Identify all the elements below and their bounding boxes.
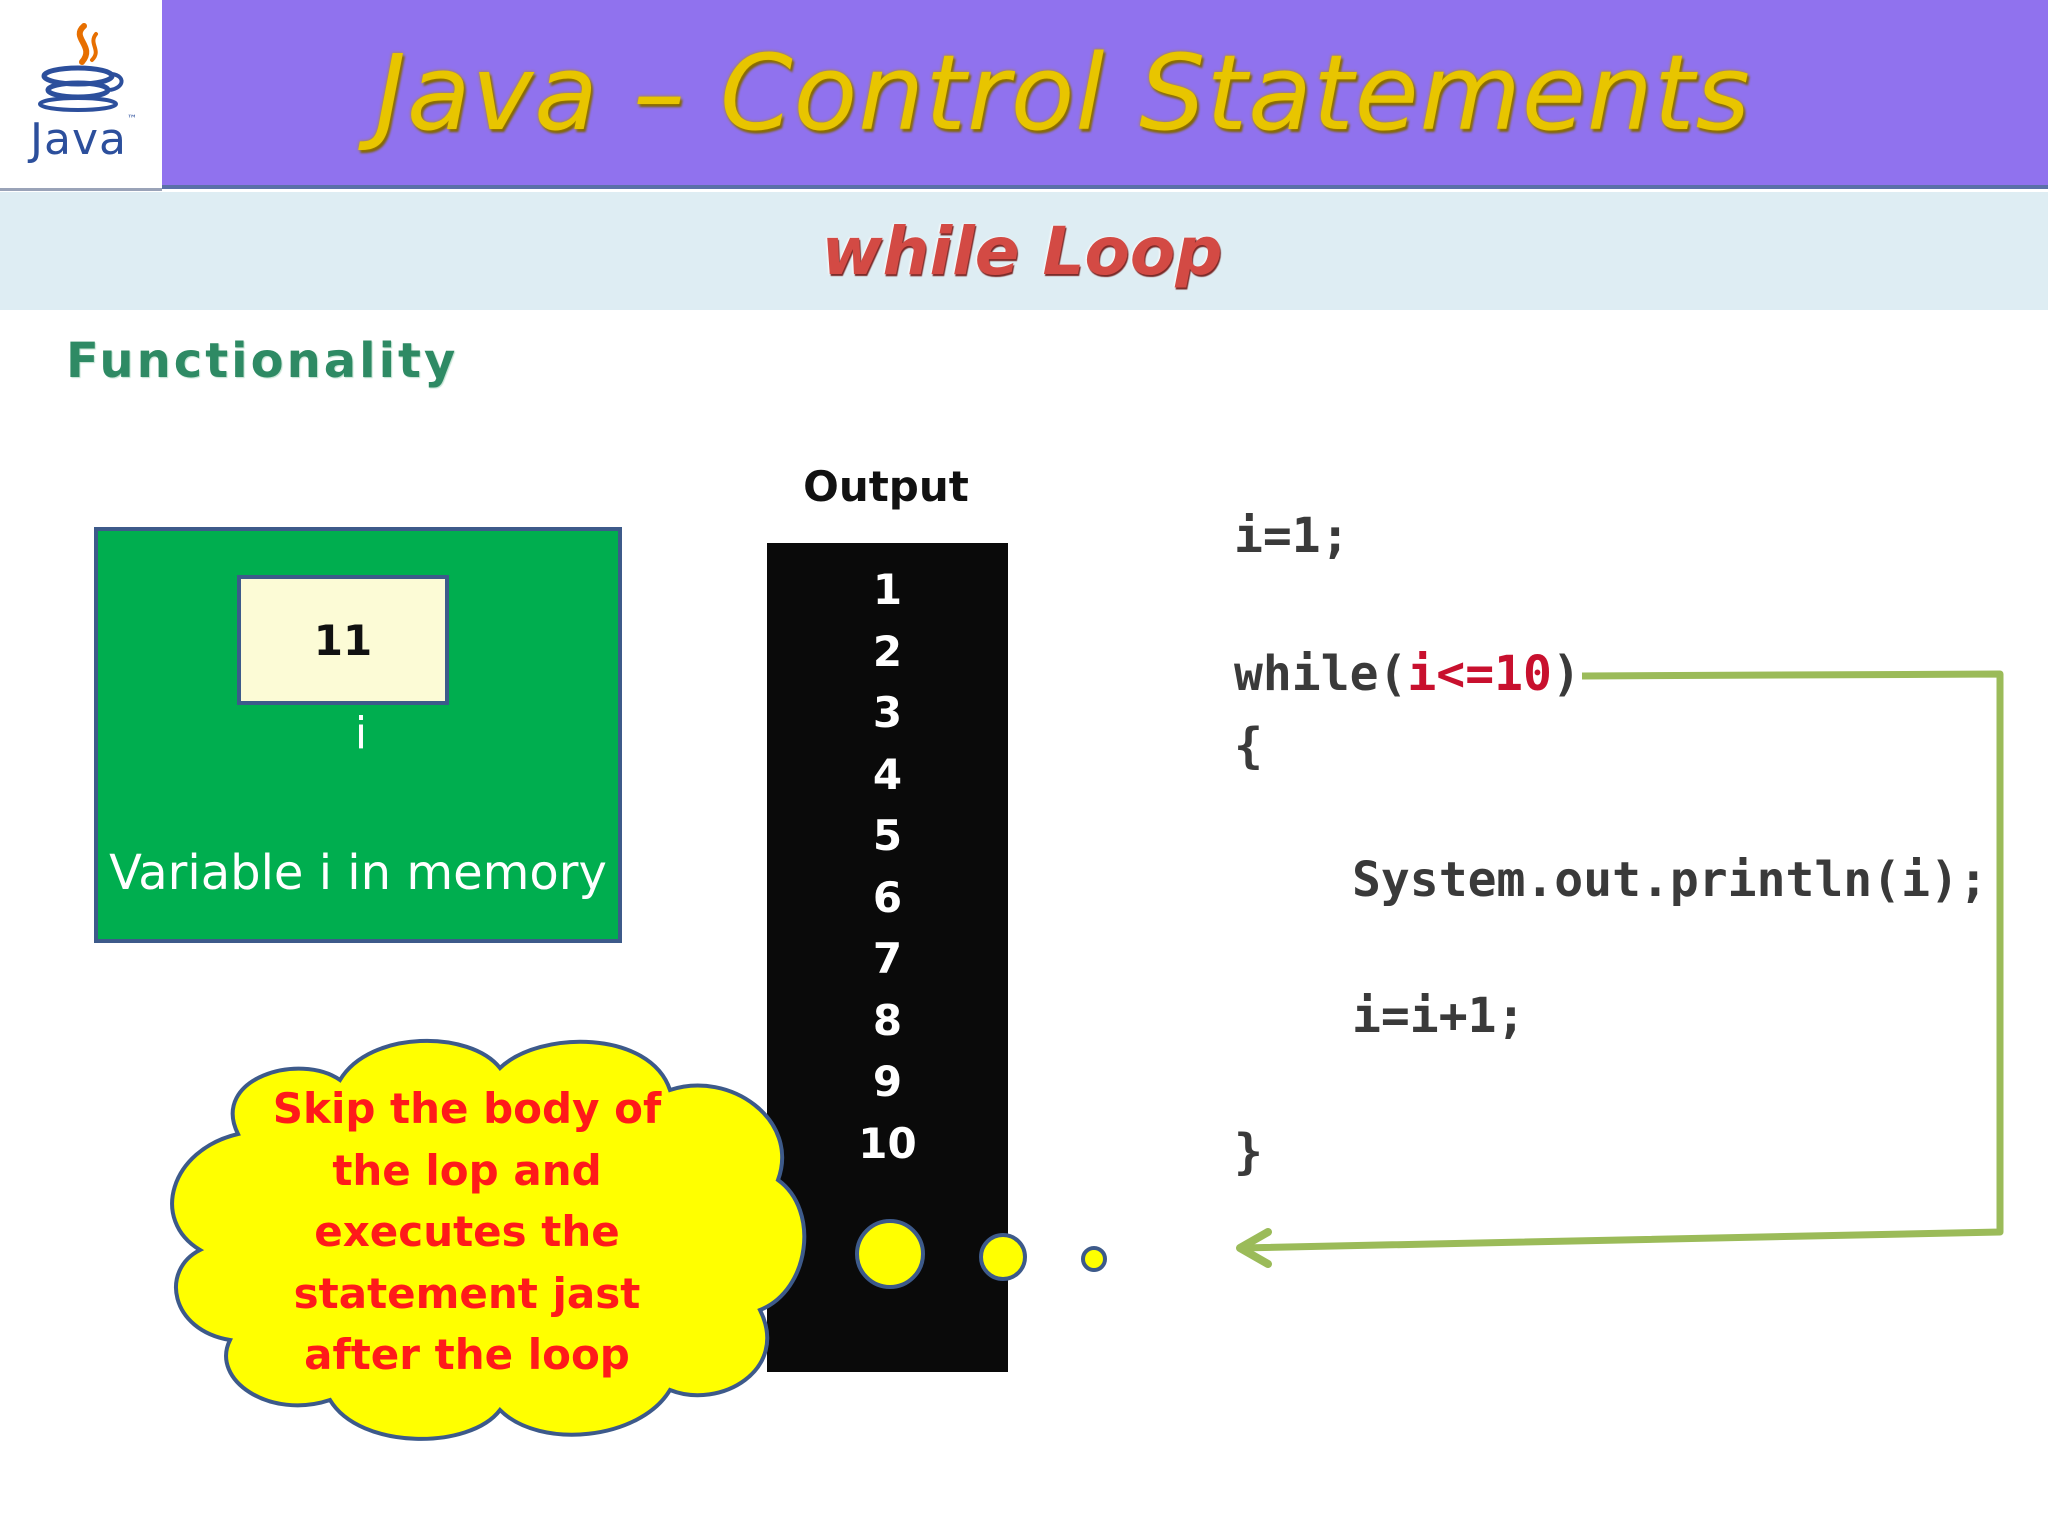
output-line: 1 [872,565,903,614]
memory-variable-name: i [354,708,368,759]
output-title: Output [803,462,969,511]
callout-line: executes the [314,1207,620,1256]
code-while-close: ) [1551,646,1581,702]
memory-cell-value: 11 [237,575,449,705]
java-logo-panel: Java™ [0,0,162,191]
section-heading: Functionality [66,333,459,389]
callout-line: after the loop [304,1330,630,1379]
header-bar: Java – Control Statements [162,0,2048,189]
output-line: 3 [872,688,903,737]
loop-exit-arrow [1236,670,2004,1268]
code-init-line: i=1; [1234,508,1350,564]
output-line: 10 [858,1118,917,1168]
java-coffee-cup-icon [38,23,124,112]
thought-bubble-small [1081,1246,1107,1272]
subtitle: while Loop [821,212,1223,290]
memory-caption: Variable i in memory [109,845,607,901]
output-line: 8 [872,995,903,1045]
callout-text: Skip the body of the lop and executes th… [262,1078,672,1386]
output-line: 7 [872,934,903,983]
output-line: 5 [872,811,903,860]
page-title: Java – Control Statements [375,31,1751,154]
callout-line: the lop and [332,1145,602,1195]
output-line: 9 [872,1057,903,1106]
output-line: 2 [872,626,903,676]
output-line: 6 [872,872,903,922]
subheader-bar: while Loop [0,192,2048,310]
code-while-line: while(i<=10) [1234,646,1581,702]
code-close-brace: } [1234,1124,1263,1180]
callout-line: statement jast [293,1268,641,1318]
code-condition: i<=10 [1407,646,1552,702]
java-logo-text: Java™ [30,114,138,165]
callout-line: Skip the body of [272,1084,662,1133]
code-print-statement: System.out.println(i); [1352,852,1988,908]
code-while-keyword: while( [1234,646,1408,702]
output-lines: 1 2 3 4 5 6 7 8 9 10 [767,559,1008,1174]
code-open-brace: { [1234,718,1263,774]
output-line: 4 [872,749,903,799]
output-console: 1 2 3 4 5 6 7 8 9 10 [767,543,1008,1372]
code-increment: i=i+1; [1352,988,1526,1044]
